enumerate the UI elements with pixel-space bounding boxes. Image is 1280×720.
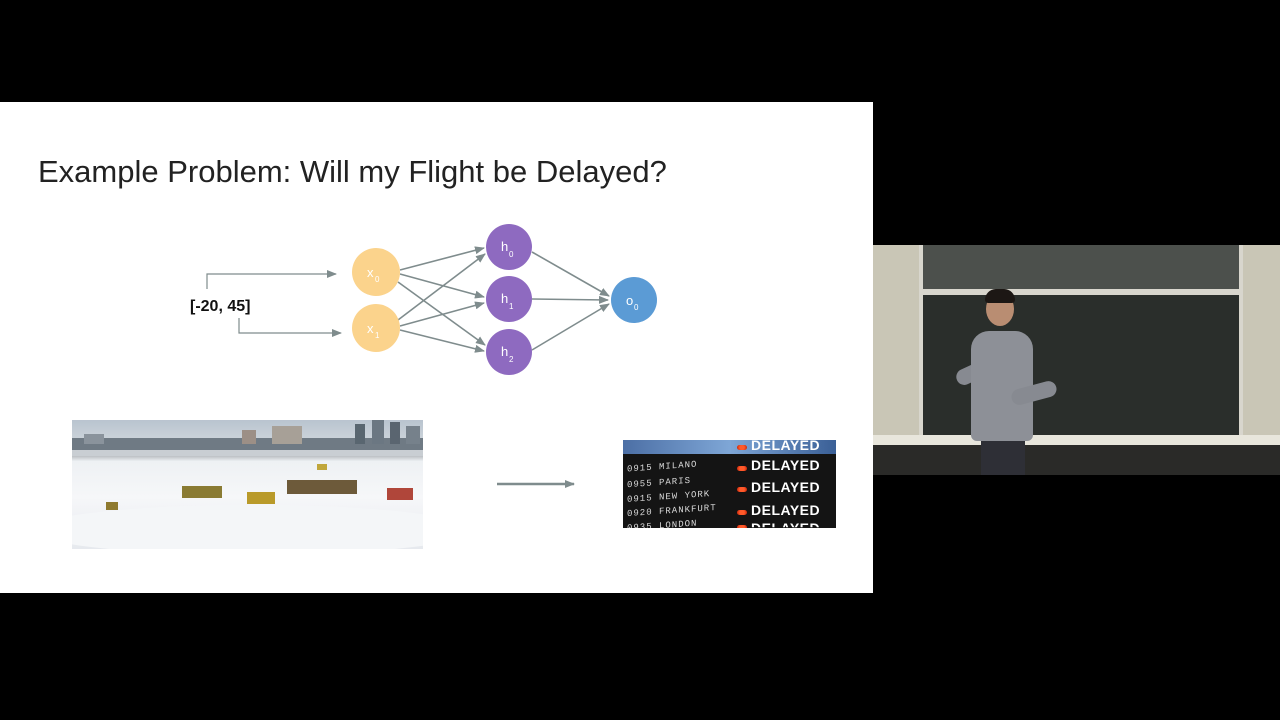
input-hidden-edges <box>397 246 486 353</box>
status-light-icon <box>737 466 747 471</box>
svg-text:x: x <box>367 321 374 336</box>
chalkboard-lower <box>919 291 1243 439</box>
board-city: 0955 PARIS <box>627 475 692 491</box>
svg-text:0: 0 <box>509 250 514 259</box>
snowy-airport-scene <box>72 420 423 549</box>
status-light-icon <box>737 510 747 515</box>
input-arrow-bottom <box>238 318 342 337</box>
neural-network-diagram: x 0 x 1 h 0 h 1 h 2 o 0 <box>206 224 657 488</box>
lecturer-legs <box>981 441 1025 475</box>
slide-title: Example Problem: Will my Flight be Delay… <box>38 154 667 189</box>
svg-text:0: 0 <box>375 275 380 284</box>
board-row: 0920 FRANKFURT DELAYED <box>623 502 836 524</box>
edge <box>399 301 485 327</box>
svg-text:x: x <box>367 265 374 280</box>
edge <box>531 303 610 351</box>
hidden-node-h0: h 0 <box>486 224 532 270</box>
edge <box>399 246 485 271</box>
edge <box>531 295 609 304</box>
hidden-node-h1: h 1 <box>486 276 532 322</box>
svg-text:2: 2 <box>509 355 514 364</box>
lecturer-video <box>873 245 1280 475</box>
svg-text:o: o <box>626 293 633 308</box>
board-status: DELAYED <box>751 479 821 495</box>
svg-text:h: h <box>501 344 508 359</box>
edge <box>397 253 486 321</box>
chalk-tray <box>873 435 1280 445</box>
input-node-x0: x 0 <box>352 248 400 296</box>
board-row: 0955 PARIS DELAYED <box>623 476 836 498</box>
svg-text:1: 1 <box>509 302 514 311</box>
board-row: DELAYED <box>623 440 836 453</box>
chalkboard-upper <box>919 245 1243 293</box>
presentation-slide: Example Problem: Will my Flight be Delay… <box>0 102 873 593</box>
edge <box>399 273 485 299</box>
board-status: DELAYED <box>751 502 821 518</box>
board-row: 0915 MILANO DELAYED <box>623 454 836 476</box>
input-vector-label: [-20, 45] <box>190 298 251 315</box>
hidden-output-edges <box>531 251 610 351</box>
lecturer-hair <box>985 289 1015 303</box>
svg-text:0: 0 <box>634 303 639 312</box>
board-status: DELAYED <box>751 440 821 453</box>
edge <box>399 329 485 353</box>
board-city: 0920 FRANKFURT <box>627 502 717 520</box>
status-light-icon <box>737 445 747 450</box>
board-status: DELAYED <box>751 520 821 528</box>
edge <box>397 281 486 346</box>
sky-strip <box>623 440 836 454</box>
board-status: DELAYED <box>751 457 821 473</box>
svg-text:h: h <box>501 291 508 306</box>
board-row: 0935 LONDON DELAYED <box>623 518 836 528</box>
lecturer-body <box>971 331 1033 441</box>
hidden-node-h2: h 2 <box>486 329 532 375</box>
edge <box>531 251 610 297</box>
floor <box>873 445 1280 475</box>
svg-text:1: 1 <box>375 331 380 340</box>
svg-text:h: h <box>501 239 508 254</box>
departure-board-photo: DELAYED 0915 MILANO DELAYED 0955 PARIS D… <box>623 440 836 528</box>
status-light-icon <box>737 525 747 528</box>
input-node-x1: x 1 <box>352 304 400 352</box>
board-city: 0935 LONDON <box>627 518 698 528</box>
status-light-icon <box>737 487 747 492</box>
input-arrow-top <box>206 270 337 289</box>
output-node-o0: o 0 <box>611 277 657 323</box>
board-city: 0915 MILANO <box>627 459 698 475</box>
snowy-airport-photo <box>72 420 423 549</box>
